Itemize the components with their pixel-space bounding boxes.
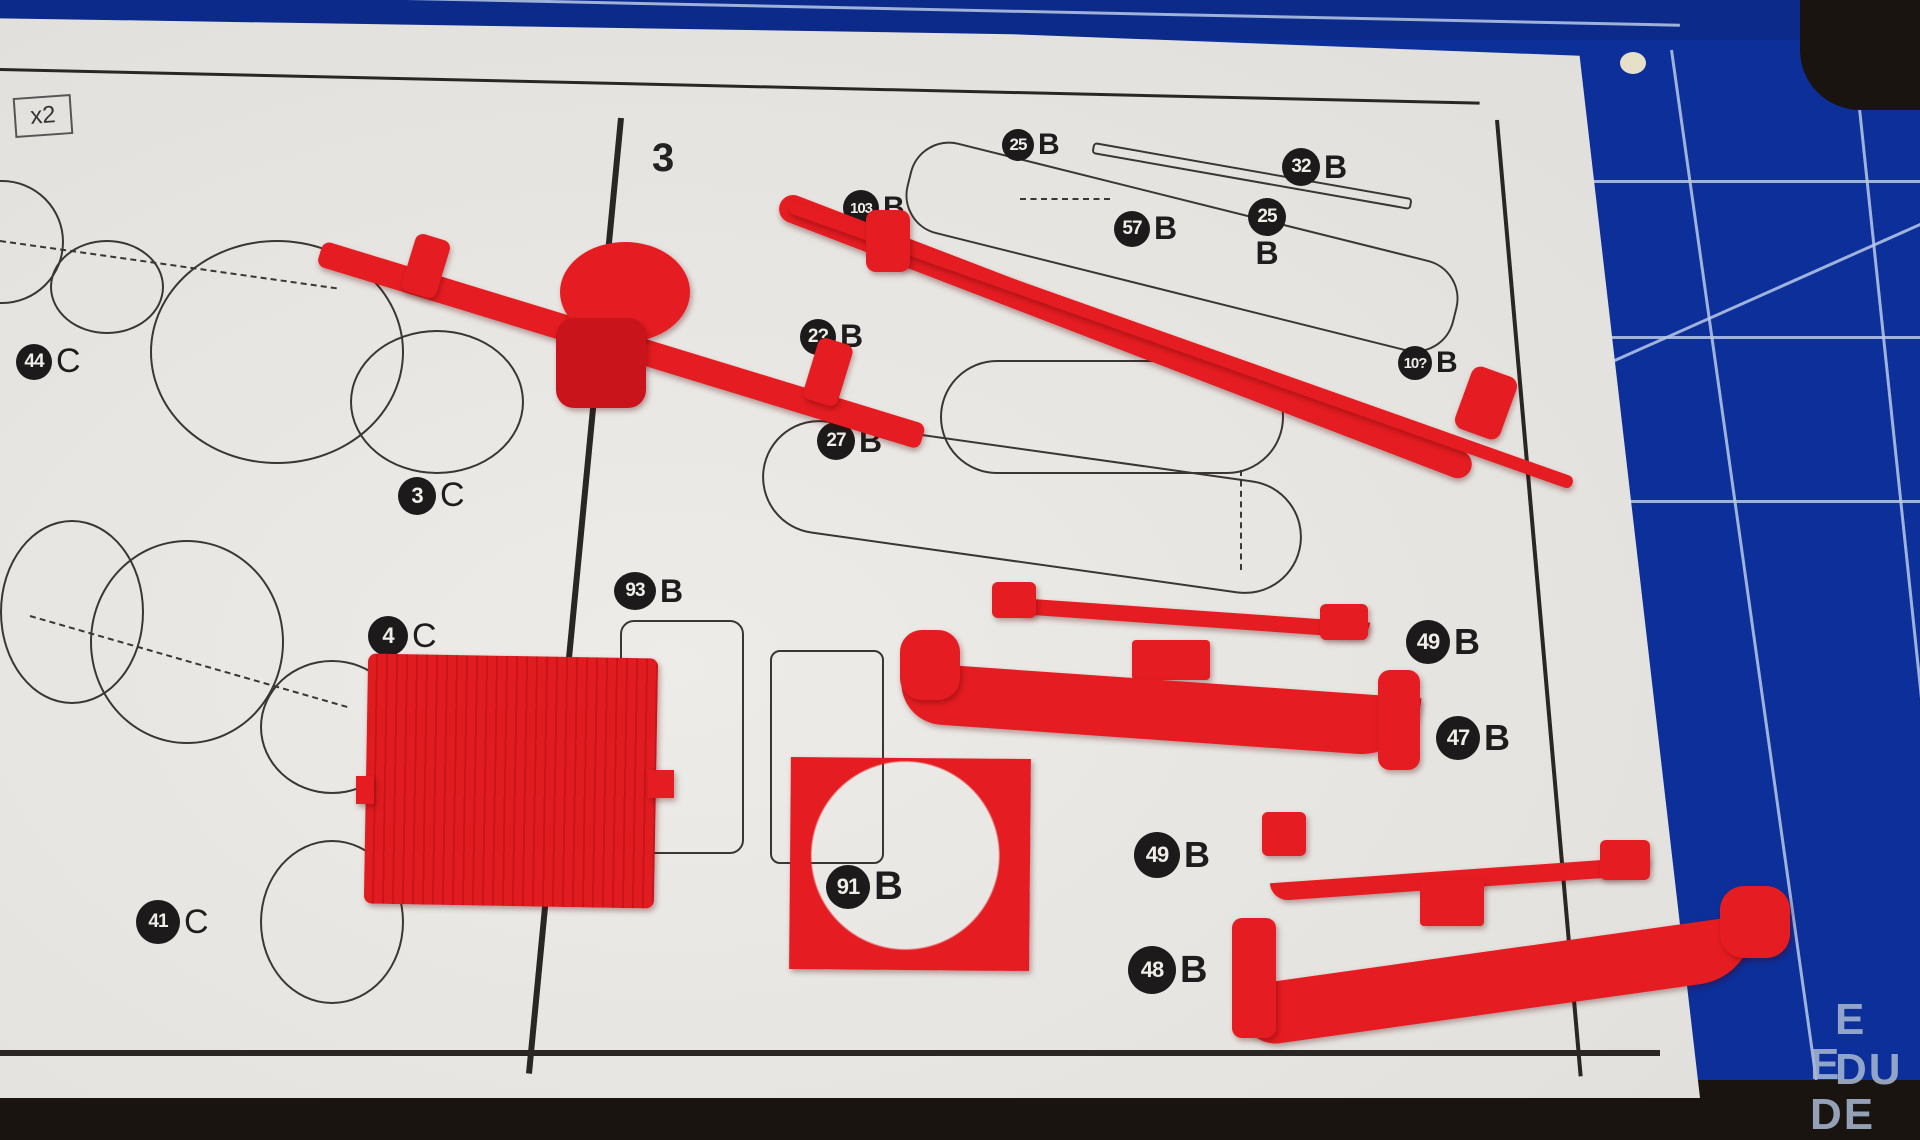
assembly-guide-line [1240, 470, 1245, 570]
step-number: 3 [652, 136, 675, 180]
part-number-badge: 4 [368, 616, 408, 656]
sprue-letter: C [184, 902, 209, 941]
sprue-letter: C [56, 342, 81, 380]
part-number-badge: 25 [1248, 198, 1286, 236]
part-label-48B: 48 B [1128, 946, 1207, 994]
leaf-spring-47B-eye [900, 630, 960, 700]
sprue-letter: B [1184, 834, 1210, 875]
wheel-rim-drawing [350, 330, 524, 474]
front-axle-kingpin-left [866, 210, 910, 272]
sprue-letter: B [1484, 717, 1510, 758]
sprue-letter: B [1180, 948, 1208, 991]
part-number-badge: 57 [1114, 210, 1150, 247]
part-label-49B-upper: 49 B [1406, 620, 1480, 664]
leaf-spring-49B-lower-end [1600, 840, 1650, 880]
radiator-tab [356, 776, 374, 804]
panel-border-bottom [0, 1050, 1660, 1056]
table-corner [1800, 0, 1920, 110]
wheel-rim-drawing [50, 240, 164, 334]
part-label-57B: 57 B [1114, 210, 1177, 247]
leaf-spring-47B-shackle [1378, 670, 1420, 770]
leaf-spring-49B-upper-end [992, 582, 1036, 618]
mat-grid-line [1600, 500, 1920, 503]
radiator-tab [648, 770, 674, 798]
leaf-spring-49B-upper-center [1132, 640, 1210, 680]
leaf-spring-48B-shackle [1232, 918, 1276, 1038]
part-label-10xB: 10? B [1398, 346, 1458, 380]
mat-print-line-2: E DE [1810, 1040, 1876, 1139]
part-label-4C: 4 C [368, 616, 437, 656]
leaf-spring-49B-lower-end [1262, 812, 1306, 856]
part-label-47B: 47 B [1436, 716, 1510, 760]
sprue-letter: B [1436, 346, 1458, 379]
part-number-badge: 41 [136, 900, 180, 944]
quantity-box: x2 [12, 94, 74, 138]
part-number-badge: 10? [1398, 346, 1432, 380]
part-number-badge: 25 [1002, 129, 1034, 161]
part-label-25B-upper: 25 B [1002, 128, 1060, 162]
part-label-49B-lower: 49 B [1134, 832, 1210, 878]
part-label-32B: 32 B [1282, 148, 1347, 186]
mat-hole [1620, 52, 1646, 74]
sprue-letter: B [1154, 210, 1178, 246]
sprue-letter: B [1324, 148, 1348, 185]
sprue-letter: C [412, 616, 437, 655]
part-label-44C: 44 C [16, 342, 81, 381]
part-label-25B-lower: 25 B [1248, 198, 1286, 271]
rear-axle-drawing [940, 360, 1284, 474]
tire-drawing [90, 540, 284, 744]
radiator-gasket [789, 756, 1031, 972]
part-number-badge: 49 [1134, 832, 1180, 878]
part-number-badge: 48 [1128, 946, 1176, 994]
radiator-grille [363, 653, 659, 909]
mat-diagonal-line [1589, 215, 1920, 373]
tire-drawing [260, 840, 404, 1004]
mat-grid-line [1560, 180, 1920, 183]
assembly-guide-line [1020, 198, 1110, 200]
mat-grid-line [1580, 336, 1920, 339]
sprue-letter: B [1255, 235, 1279, 271]
sprue-letter: B [1454, 621, 1480, 662]
part-number-badge: 44 [16, 343, 52, 380]
leaf-spring-49B-lower-center [1420, 880, 1484, 926]
part-label-93B: 93 B [614, 572, 683, 610]
part-number-badge: 49 [1406, 620, 1450, 664]
leaf-spring-49B-upper-end [1320, 604, 1368, 640]
sprue-letter: B [660, 572, 684, 609]
part-number-badge: 93 [614, 572, 656, 610]
rear-axle-diff-housing [556, 318, 646, 408]
part-number-badge: 3 [398, 476, 436, 515]
part-number-badge: 32 [1282, 148, 1320, 186]
sprue-letter: C [440, 476, 465, 514]
leaf-spring-48B-eye [1720, 886, 1790, 958]
part-label-41C: 41 C [136, 900, 209, 944]
part-number-badge: 47 [1436, 716, 1480, 760]
sprue-letter: B [1038, 128, 1060, 161]
part-label-3C: 3 C [398, 476, 465, 515]
